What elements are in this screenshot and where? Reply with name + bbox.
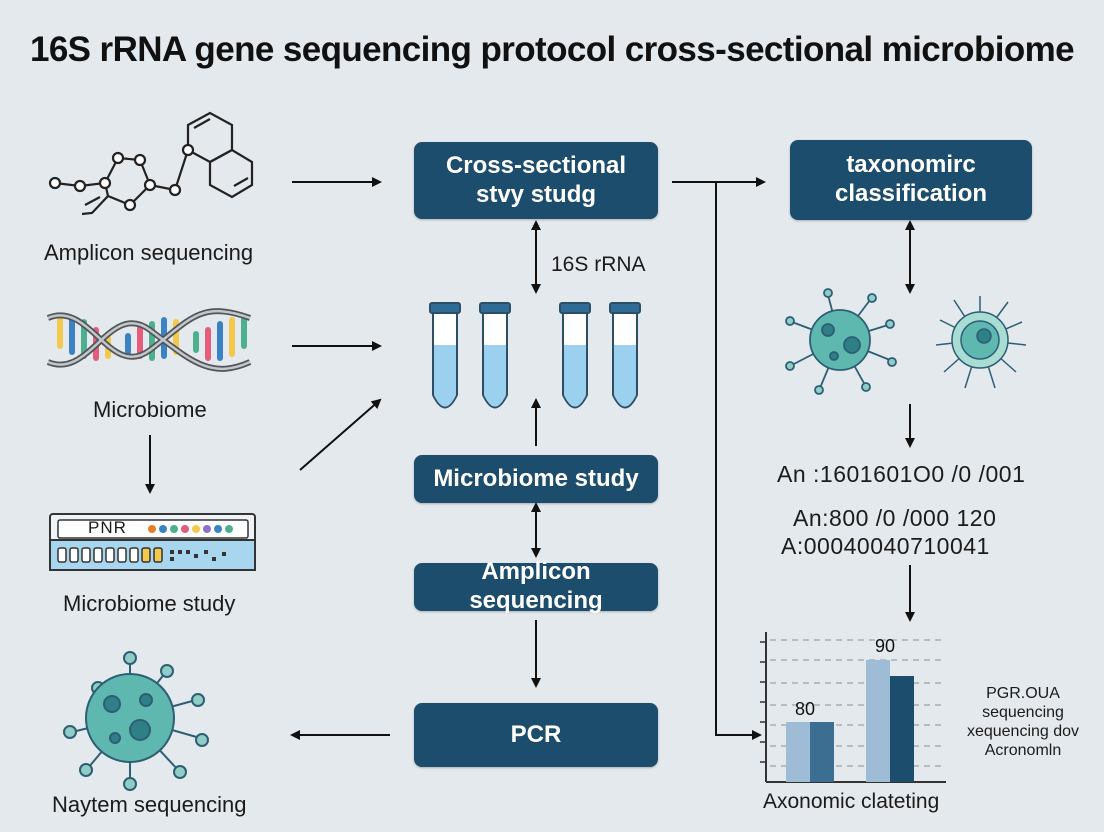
taxonomic-line-1: taxonomirc (846, 151, 976, 179)
code-line-1: An :1601601O0 /0 /001 (777, 461, 1026, 487)
side-note-line-1: PGR.OUA (986, 685, 1060, 702)
microbiome-study-box-label: Microbiome study (433, 464, 639, 492)
pnr-device-icon (49, 513, 256, 571)
bacteria-icon (63, 651, 209, 791)
chart-data-label-2: 90 (875, 636, 895, 656)
side-note: PGR.OUA sequencing xequencing dov Acrono… (963, 685, 1083, 761)
code-line-3: A:00040040710041 (781, 533, 990, 559)
cross-sectional-study-box[interactable]: Cross-sectional stvy studg (414, 142, 658, 219)
chart-bar-2a (866, 660, 890, 782)
tube-1 (429, 302, 461, 409)
side-note-line-2: sequencing (982, 703, 1064, 721)
microbe-icon-1 (785, 288, 897, 395)
chart-data-label-1: 80 (795, 699, 815, 719)
arrow-to-chart (715, 182, 762, 740)
pcr-box-label: PCR (510, 720, 562, 748)
chart-grid (770, 639, 946, 767)
pcr-box[interactable]: PCR (414, 703, 658, 767)
test-tubes-icon (429, 302, 641, 409)
taxonomic-classification-box[interactable]: taxonomirc classification (790, 140, 1032, 220)
bar-chart: 80 90 (760, 632, 946, 783)
chart-bar-1a (786, 722, 810, 782)
naytem-sequencing-label: Naytem sequencing (52, 792, 247, 817)
side-note-line-4: Acronomln (984, 741, 1062, 759)
tube-4 (609, 302, 641, 409)
taxonomic-line-2: classification (834, 180, 988, 207)
rrna-label: 16S rRNA (551, 253, 646, 276)
amplicon-sequencing-label: Amplicon sequencing (44, 240, 254, 265)
microbe-icon-2 (935, 296, 1027, 389)
chart-bar-2b (890, 676, 914, 782)
tube-3 (559, 302, 591, 409)
amplicon-sequencing-box[interactable]: Amplicon sequencing (414, 558, 658, 614)
molecule-icon (48, 111, 254, 216)
microbiome-study-box[interactable]: Microbiome study (414, 455, 658, 503)
side-note-line-3: xequencing dov (966, 722, 1080, 740)
cross-sectional-line-2: stvy studg (475, 180, 597, 208)
microbiome-study-label: Microbiome study (63, 591, 236, 616)
cross-sectional-line-1: Cross-sectional (445, 151, 627, 179)
pnr-label: PNR (88, 518, 127, 537)
code-line-2: An:800 /0 /000 120 (793, 505, 997, 531)
chart-bar-1b (810, 722, 834, 782)
microbiome-label: Microbiome (93, 397, 207, 422)
arrow-diagonal (299, 398, 382, 471)
axonomic-label: Axonomic clateting (763, 790, 940, 813)
chart-ticks (760, 641, 766, 763)
dna-icon (46, 308, 252, 372)
page-title: 16S rRNA gene sequencing protocol cross-… (29, 30, 1075, 69)
amplicon-sequencing-box-label: Amplicon sequencing (469, 558, 603, 614)
tube-2 (479, 302, 511, 409)
